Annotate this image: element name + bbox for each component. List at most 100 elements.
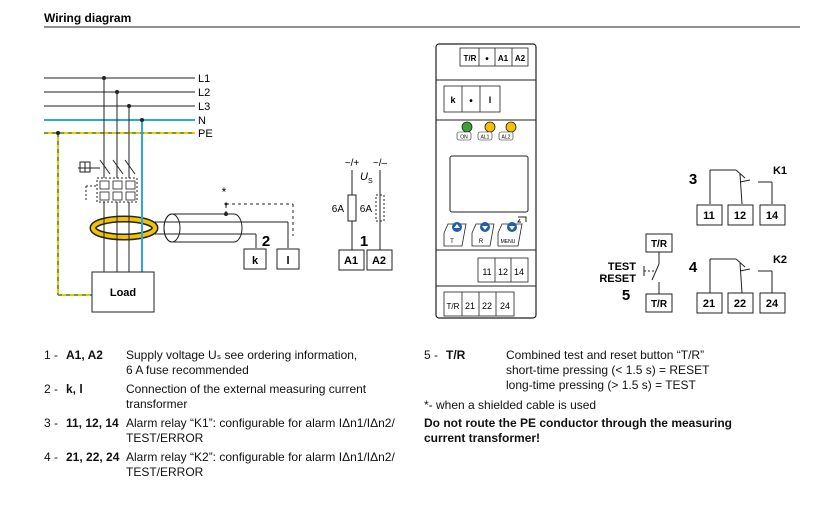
device-top-terminal-a1: A1 bbox=[498, 54, 509, 63]
led-on-icon bbox=[461, 121, 473, 133]
legend-item-desc: Alarm relay “K2”: configurable for alarm… bbox=[126, 450, 395, 464]
supply-terminal-a1 bbox=[338, 249, 365, 271]
legend-item-desc-3: long-time pressing (> 1.5 s) = TEST bbox=[506, 378, 696, 392]
k1-terminal-12 bbox=[727, 204, 754, 226]
device-bottom-terminal-21: 21 bbox=[465, 301, 475, 311]
legend-item-desc-2: short-time pressing (< 1.5 s) = RESET bbox=[506, 363, 710, 377]
device-top-terminal-dot: • bbox=[485, 54, 489, 65]
down-arrow-icon bbox=[482, 226, 488, 230]
network-lines: L1 L2 L3 N PE bbox=[44, 73, 213, 140]
callout-5: 5 bbox=[622, 287, 630, 304]
k2-name: K2 bbox=[773, 254, 787, 266]
test-button-label: T bbox=[450, 239, 454, 245]
line-label-n: N bbox=[198, 115, 206, 127]
reset-button-label: R bbox=[479, 239, 484, 245]
ct-terminal-l bbox=[276, 248, 300, 270]
legend-item-desc: Alarm relay “K1”: configurable for alarm… bbox=[126, 416, 395, 430]
supply-terminal-a2 bbox=[366, 249, 393, 271]
device-bottom-terminal-24: 24 bbox=[500, 301, 510, 311]
legend-left: 1 - A1, A2 Supply voltage Uₛ see orderin… bbox=[44, 348, 414, 488]
device-relay-terminal-14: 14 bbox=[514, 267, 524, 277]
shield-asterisk: * bbox=[222, 185, 227, 199]
k2-terminal-22-label: 22 bbox=[734, 298, 746, 310]
k1-terminal-14 bbox=[759, 204, 786, 226]
down-arrow-icon bbox=[509, 226, 515, 230]
led-al1-label: AL1 bbox=[481, 135, 490, 141]
supply-us-label: U bbox=[360, 171, 368, 183]
k2-terminal-24-label: 24 bbox=[766, 298, 779, 310]
legend-right: 5 - T/R Combined test and reset button “… bbox=[424, 348, 804, 458]
test-reset-circuit: T/R T/R TEST RESET bbox=[599, 233, 673, 313]
device-bottom-terminal-22: 22 bbox=[482, 301, 492, 311]
shield-note: *- when a shielded cable is used bbox=[424, 398, 597, 412]
device-leds: ON AL1 AL2 bbox=[456, 121, 517, 141]
legend-item-desc-2: TEST/ERROR bbox=[126, 465, 204, 479]
legend-item-desc-2: TEST/ERROR bbox=[126, 431, 204, 445]
legend-item-key: T/R bbox=[446, 348, 466, 362]
k2-terminal-22 bbox=[727, 292, 754, 314]
device-relay-terminal-12: 12 bbox=[498, 267, 508, 277]
load-label: Load bbox=[110, 287, 136, 299]
k2-terminal-21 bbox=[696, 292, 723, 314]
pe-warning-line-1: Do not route the PE conductor through th… bbox=[424, 416, 732, 430]
wiring-diagram: Wiring diagram L1 L2 L3 N PE bbox=[44, 11, 800, 319]
legend-item-desc: Supply voltage Uₛ see ordering informati… bbox=[126, 348, 358, 362]
ct-terminal-l-label: l bbox=[286, 255, 289, 267]
line-label-l2: L2 bbox=[198, 87, 210, 99]
device-top-terminal-tr: T/R bbox=[464, 54, 477, 63]
ct-terminal-k bbox=[243, 248, 267, 270]
k1-terminal-14-label: 14 bbox=[766, 210, 779, 222]
measuring-current-transformer bbox=[89, 215, 159, 241]
supply-voltage-circuit: ~/+ ~/– U S 6A 6A bbox=[332, 158, 388, 250]
legend-item-number: 3 - bbox=[44, 416, 59, 430]
callout-3: 3 bbox=[689, 171, 697, 188]
k1-terminal-12-label: 12 bbox=[734, 210, 746, 222]
enter-arrow-icon bbox=[517, 216, 527, 223]
device-housing bbox=[435, 43, 537, 319]
up-arrow-icon bbox=[454, 224, 460, 228]
led-al2-icon bbox=[505, 121, 517, 133]
legend-item-number: 1 - bbox=[44, 348, 59, 362]
tr-terminal-bottom-label: T/R bbox=[651, 299, 668, 310]
load-box bbox=[91, 271, 155, 313]
circuit-breaker bbox=[78, 159, 138, 203]
k1-terminal-11 bbox=[696, 204, 723, 226]
device-bottom-terminal-tr: T/R bbox=[447, 302, 460, 311]
legend-item-number: 5 - bbox=[424, 348, 439, 362]
test-switch-icon bbox=[651, 263, 660, 281]
supply-us-subscript: S bbox=[368, 178, 373, 185]
device-ct-terminal-dot: • bbox=[469, 96, 473, 107]
legend-item-key: 11, 12, 14 bbox=[66, 416, 119, 430]
legend-item-desc: Connection of the external measuring cur… bbox=[126, 382, 367, 396]
relay-k1 bbox=[696, 169, 786, 226]
device-relay-terminal-11: 11 bbox=[482, 267, 491, 277]
relay-k2 bbox=[696, 258, 786, 314]
legend-item-number: 4 - bbox=[44, 450, 59, 464]
reset-label: RESET bbox=[599, 273, 636, 285]
feeder-conductors bbox=[56, 76, 144, 296]
callout-2: 2 bbox=[262, 233, 270, 250]
device-top-terminal-a2: A2 bbox=[515, 54, 526, 63]
test-label: TEST bbox=[608, 261, 636, 273]
device-ct-terminal-l: l bbox=[489, 95, 492, 105]
led-al1-icon bbox=[484, 121, 496, 133]
k1-terminal-11-label: 11 bbox=[703, 210, 715, 222]
device-ct-terminal-k: k bbox=[450, 95, 456, 105]
legend-item-key: 21, 22, 24 bbox=[66, 450, 120, 464]
legend-item-key: k, l bbox=[66, 382, 83, 396]
k2-terminal-24 bbox=[759, 292, 786, 314]
k2-contact-icon bbox=[739, 262, 743, 294]
supply-plus-label: ~/+ bbox=[345, 158, 360, 169]
callout-4: 4 bbox=[689, 259, 698, 276]
device-buttons[interactable]: T R MENU bbox=[443, 216, 527, 247]
pe-warning-line-2: current transformer! bbox=[424, 431, 541, 445]
supply-minus-label: ~/– bbox=[373, 158, 388, 169]
diagram-title: Wiring diagram bbox=[44, 11, 131, 25]
ct-terminal-k-label: k bbox=[252, 255, 259, 267]
supply-terminal-a1-label: A1 bbox=[344, 255, 358, 267]
legend-item-number: 2 - bbox=[44, 382, 59, 396]
k2-terminal-21-label: 21 bbox=[703, 298, 715, 310]
k1-contact-icon bbox=[739, 173, 743, 205]
tr-terminal-top-label: T/R bbox=[651, 239, 668, 250]
led-on-label: ON bbox=[460, 135, 468, 141]
